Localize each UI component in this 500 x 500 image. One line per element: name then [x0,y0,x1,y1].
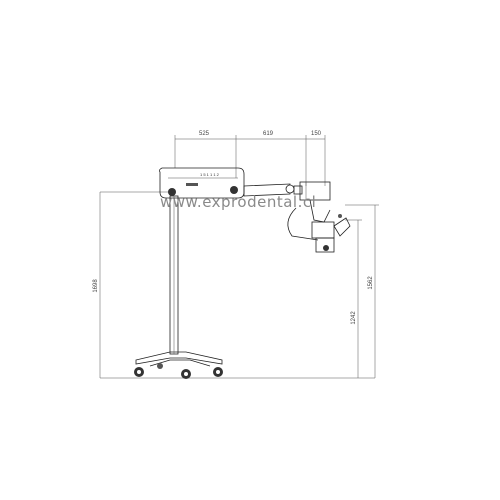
device-label: 1 5 1 1 1 2 [200,172,220,177]
dimension-top-2: 619 [263,131,274,137]
dimension-left-height: 1698 [93,279,99,293]
top-dimension-lines [174,135,326,186]
arm-head [158,167,245,199]
dimension-top-3: 150 [311,131,322,137]
watermark-text: www.exprodental.cl [160,193,316,211]
left-dimension-lines [99,191,375,379]
dimension-right-height: 1562 [368,276,374,290]
microscope-head [287,181,351,253]
stand-base [135,351,223,367]
dimension-inner-height: 1242 [351,311,357,325]
dimension-top-1: 525 [199,131,210,137]
right-dimension-lines [345,204,379,378]
stand-column [169,195,179,355]
caster-wheels [134,363,223,379]
horizontal-arm [243,183,295,197]
